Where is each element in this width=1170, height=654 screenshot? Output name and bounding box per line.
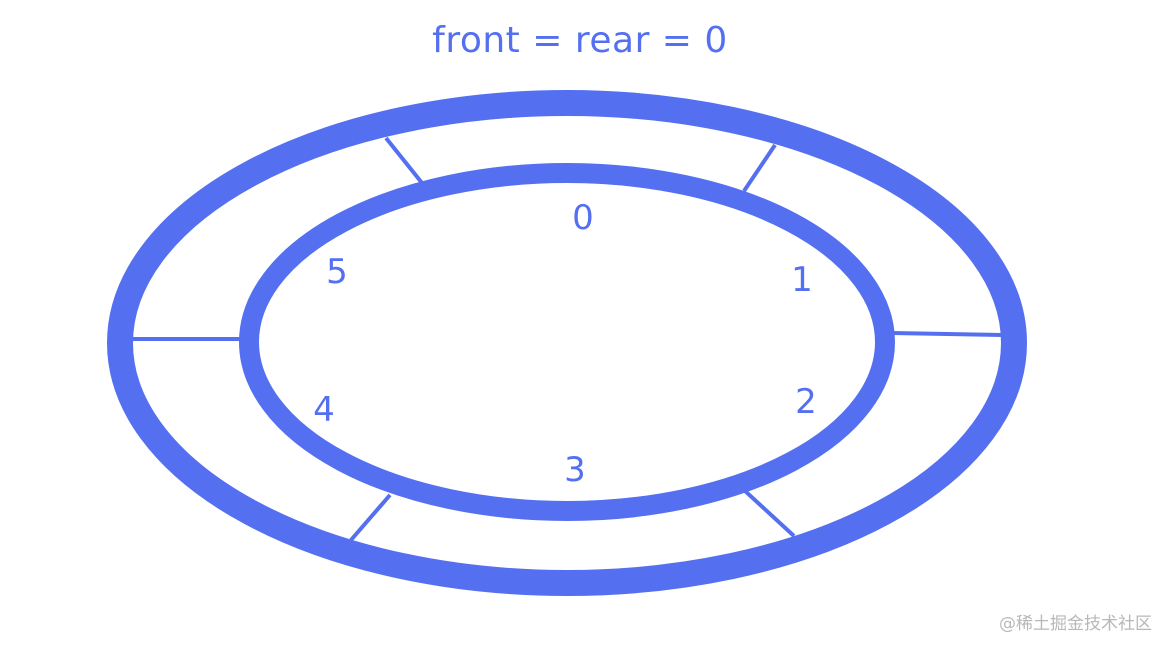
slot-divider	[891, 331, 1003, 337]
slot-divider	[349, 493, 392, 542]
caption-front-rear: front = rear = 0	[432, 20, 728, 61]
inner-ring	[239, 163, 895, 521]
slot-divider	[742, 143, 777, 193]
slot-label-0: 0	[572, 198, 594, 238]
slot-divider	[384, 136, 424, 185]
slot-label-4: 4	[313, 390, 335, 430]
outer-ring	[107, 90, 1027, 596]
slot-label-1: 1	[791, 260, 813, 300]
slot-label-5: 5	[326, 252, 348, 292]
watermark: @稀土掘金技术社区	[999, 614, 1152, 634]
slot-divider	[742, 488, 796, 538]
slot-label-3: 3	[564, 450, 586, 490]
slot-label-2: 2	[795, 382, 817, 422]
